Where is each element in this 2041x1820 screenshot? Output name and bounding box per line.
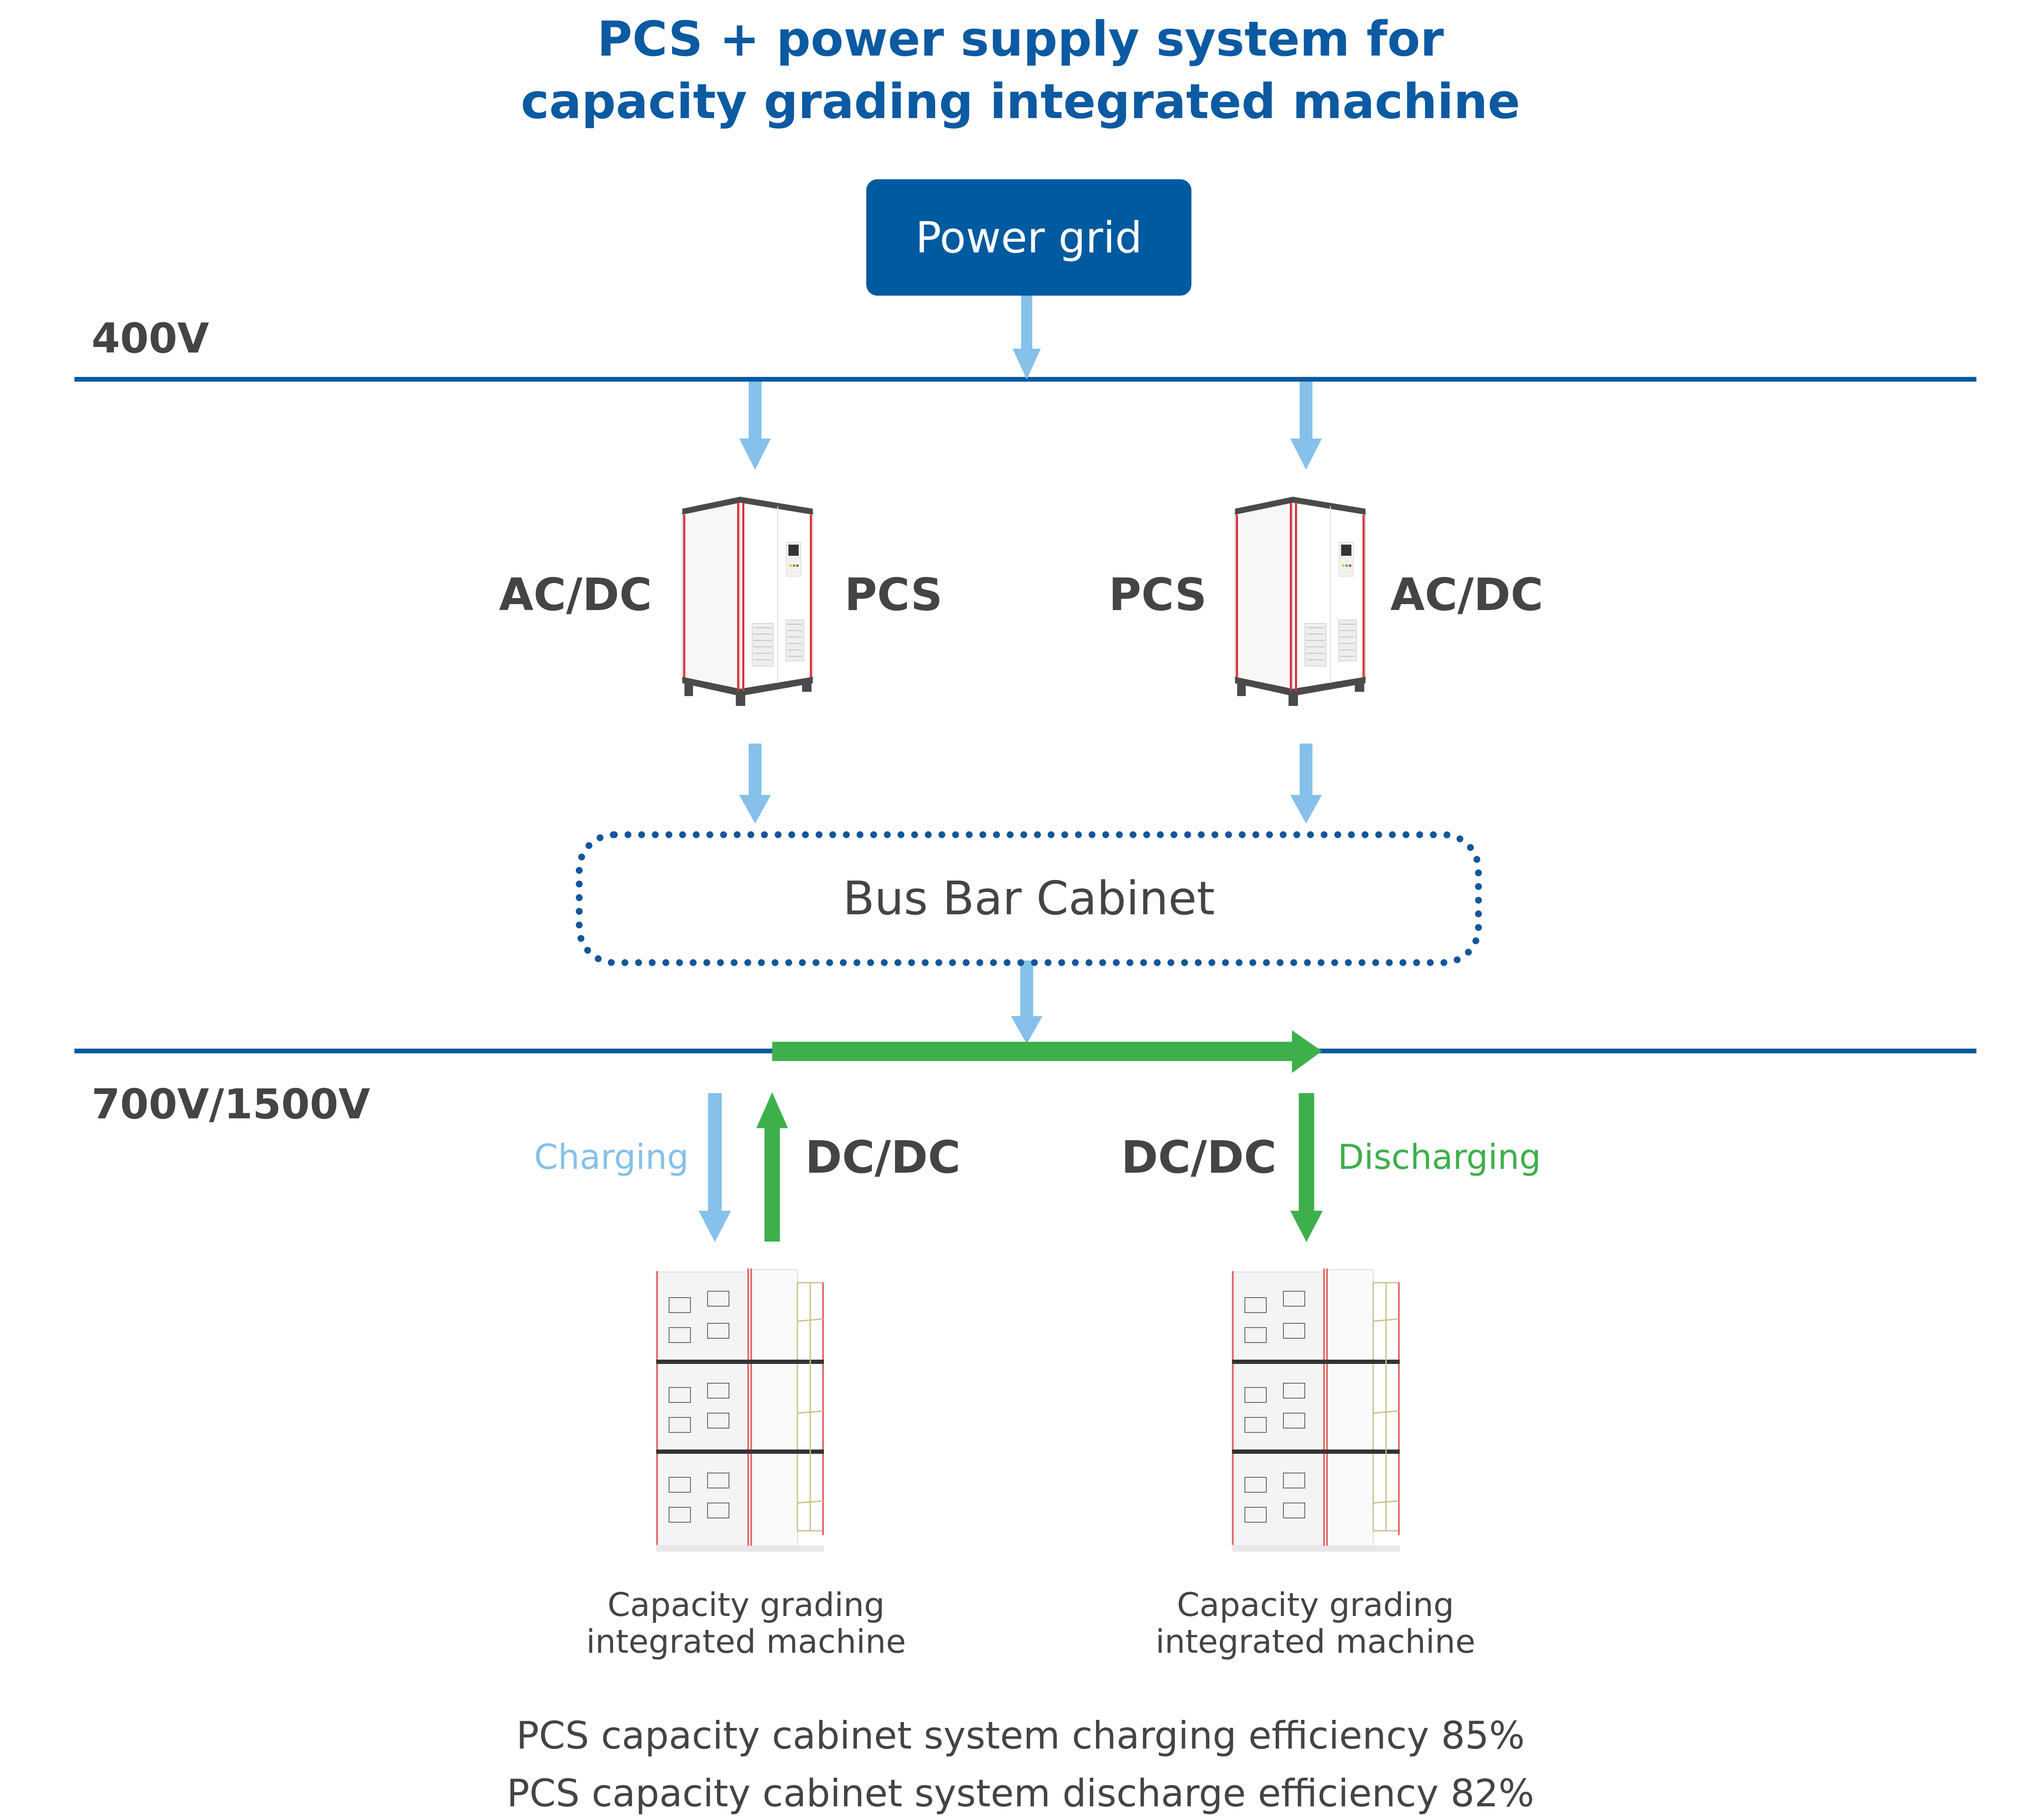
machine-left-caption: Capacity grading integrated machine <box>554 1586 939 1660</box>
pcs-cabinet-left <box>680 495 814 707</box>
title-line-2: capacity grading integrated machine <box>521 74 1520 130</box>
arrow-pcs-right-to-busbar <box>1290 744 1322 824</box>
dcdc-right-label: DC/DC <box>1121 1131 1277 1183</box>
dc-bus-label: 700V/1500V <box>92 1080 370 1128</box>
rack-machine-icon <box>656 1269 824 1552</box>
bus-bar-cabinet-label: Bus Bar Cabinet <box>843 872 1215 925</box>
discharge-efficiency-text: PCS capacity cabinet system discharge ef… <box>507 1771 1534 1815</box>
arrow-pcs-left-to-busbar <box>739 744 771 824</box>
bus-bar-cabinet: Bus Bar Cabinet <box>576 831 1482 966</box>
caption-line-2: integrated machine <box>1155 1622 1475 1660</box>
pcs-right-acdc-label: AC/DC <box>1390 569 1543 621</box>
arrow-charging-down <box>699 1093 731 1242</box>
caption-line-1: Capacity grading <box>607 1586 885 1624</box>
ac-bus-line <box>74 377 1976 382</box>
pcs-left-acdc-label: AC/DC <box>499 569 652 621</box>
arrow-ac-bus-to-pcs-right <box>1290 382 1322 470</box>
arrow-ac-bus-to-pcs-left <box>739 382 771 470</box>
dcdc-left-label: DC/DC <box>805 1131 961 1183</box>
rack-machine-icon <box>1232 1269 1400 1552</box>
arrow-discharging-down <box>1290 1093 1323 1242</box>
arrow-busbar-to-dc-bus <box>1011 960 1043 1044</box>
pcs-cabinet-icon <box>682 497 813 706</box>
charging-efficiency-text: PCS capacity cabinet system charging eff… <box>516 1713 1525 1758</box>
title-line-1: PCS + power supply system for <box>597 12 1444 67</box>
caption-line-1: Capacity grading <box>1176 1586 1454 1624</box>
power-grid-box: Power grid <box>866 179 1191 296</box>
pcs-left-pcs-label: PCS <box>844 569 943 621</box>
arrow-dcdc-up <box>756 1092 788 1242</box>
pcs-right-pcs-label: PCS <box>1108 569 1207 621</box>
ac-bus-label: 400V <box>92 314 209 362</box>
arrow-discharge-transfer <box>772 1030 1322 1073</box>
pcs-cabinet-right <box>1233 495 1367 707</box>
pcs-cabinet-icon <box>1235 497 1366 706</box>
machine-right <box>1228 1263 1403 1559</box>
arrow-grid-to-ac-bus <box>1013 296 1041 379</box>
discharging-label: Discharging <box>1338 1137 1541 1177</box>
caption-line-2: integrated machine <box>586 1622 906 1660</box>
power-grid-label: Power grid <box>915 212 1142 263</box>
machine-right-caption: Capacity grading integrated machine <box>1123 1586 1508 1660</box>
charging-label: Charging <box>534 1137 689 1177</box>
machine-left <box>652 1263 827 1559</box>
